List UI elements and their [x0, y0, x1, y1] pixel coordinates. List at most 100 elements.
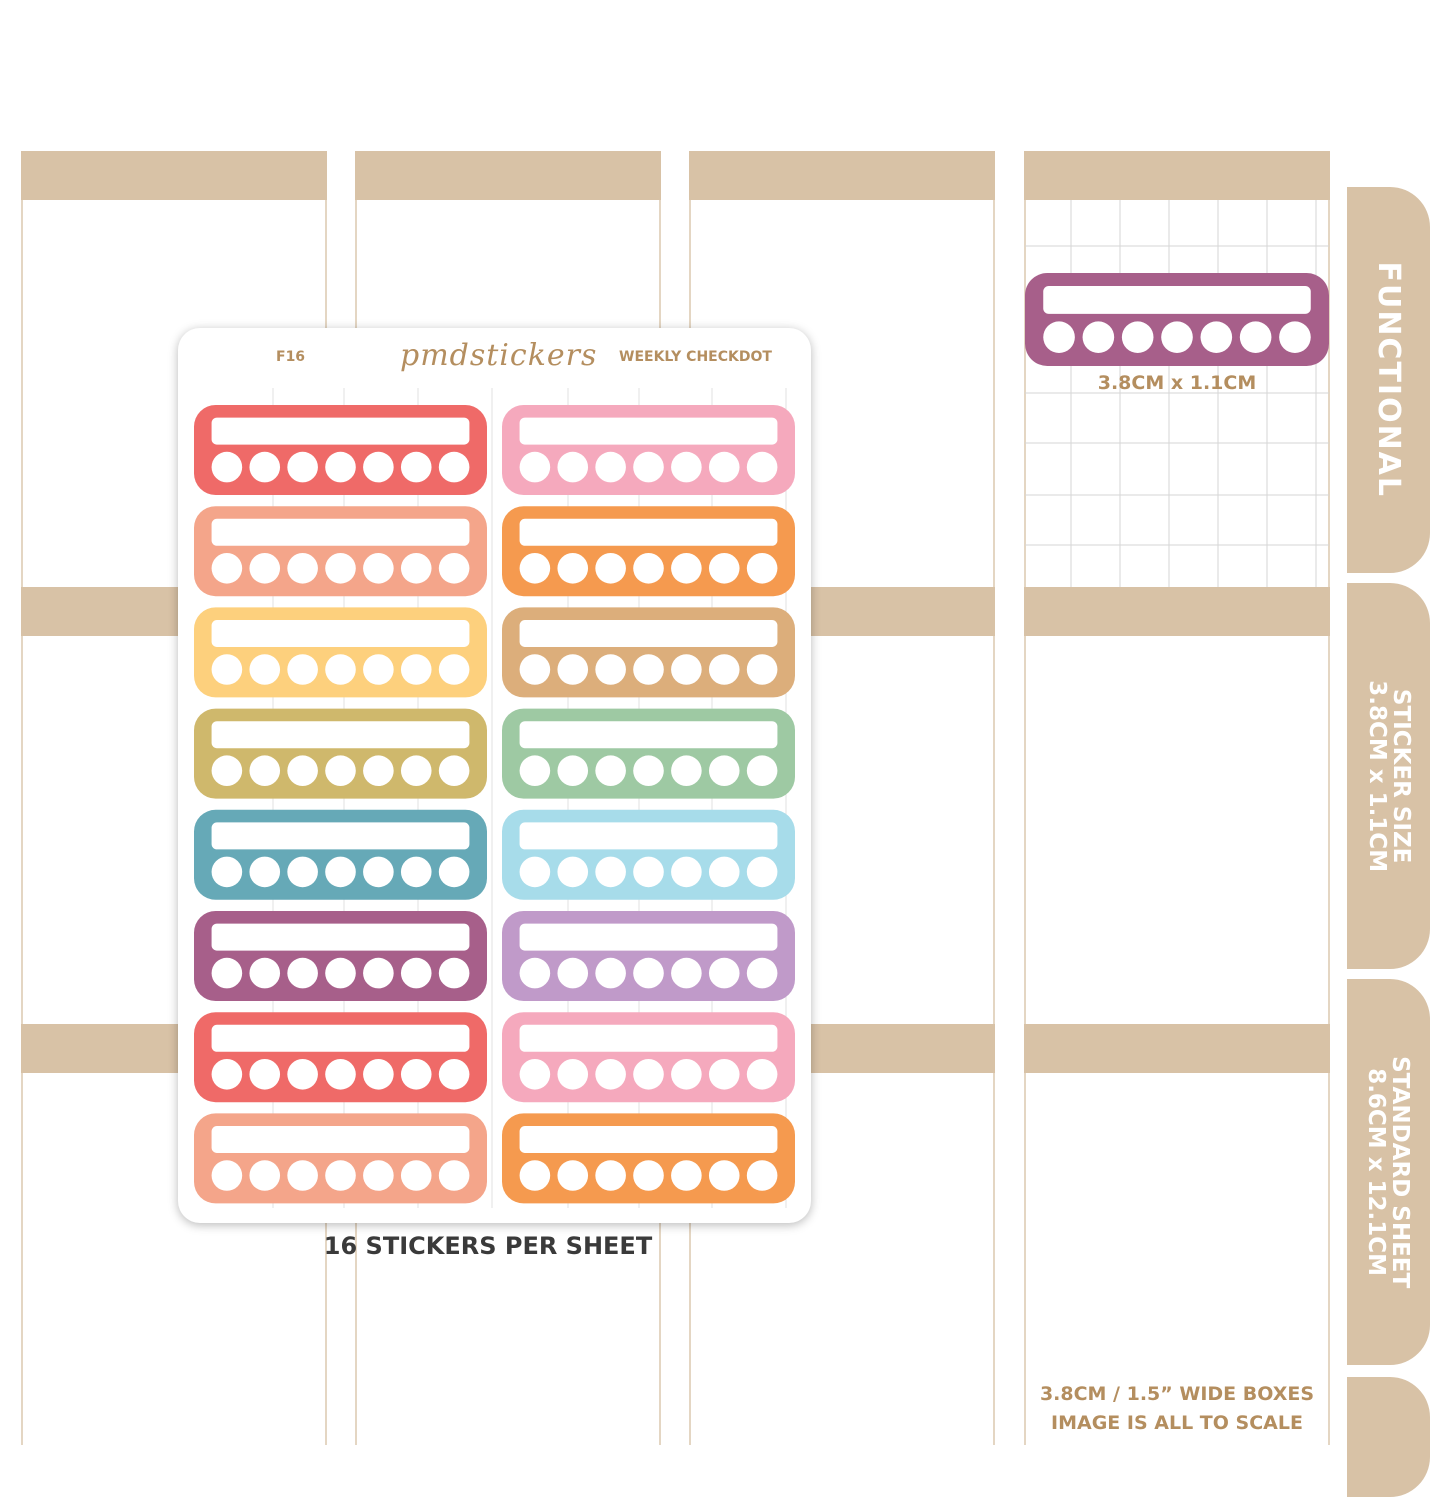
- check-dot: [400, 856, 432, 888]
- check-dot: [249, 1160, 281, 1191]
- check-dot: [249, 451, 281, 483]
- check-dot: [211, 755, 243, 786]
- check-dot: [400, 654, 432, 685]
- checkdot-sticker: [502, 809, 795, 900]
- preview-sticker: [1025, 273, 1329, 366]
- check-dot: [211, 553, 243, 584]
- column-edge: [1328, 151, 1330, 1445]
- column-edge: [21, 151, 23, 1445]
- check-dot: [633, 755, 664, 786]
- sticker-title-bar: [211, 417, 470, 445]
- check-dot: [557, 856, 589, 888]
- check-dot: [671, 856, 702, 888]
- check-dot: [671, 1160, 702, 1191]
- check-dot: [438, 856, 470, 888]
- sticker-title-bar: [519, 518, 778, 546]
- check-dot: [519, 451, 551, 483]
- check-dot: [519, 553, 551, 584]
- sticker-title-bar: [211, 822, 470, 850]
- check-dot: [1161, 321, 1193, 353]
- planner-column-4: [1024, 151, 1330, 1445]
- check-dot: [671, 957, 702, 989]
- check-dot: [708, 553, 740, 584]
- check-dot: [595, 553, 626, 584]
- check-dot: [519, 755, 551, 786]
- planner-header-band: [1024, 587, 1330, 636]
- check-dot: [595, 1059, 626, 1090]
- checkdot-sticker: [194, 607, 487, 698]
- sticker-title-bar: [519, 721, 778, 749]
- check-dot: [438, 755, 470, 786]
- sticker-title-bar: [211, 1126, 470, 1153]
- check-dot: [557, 1160, 589, 1191]
- check-dot: [746, 451, 778, 483]
- checkdot-sticker: [194, 1113, 487, 1204]
- sticker-title-bar: [519, 417, 778, 445]
- check-dot: [211, 1160, 243, 1191]
- check-dot: [287, 654, 318, 685]
- check-dot: [325, 654, 356, 685]
- footer-text: 3.8CM / 1.5” WIDE BOXES IMAGE IS ALL TO …: [1024, 1380, 1330, 1437]
- sheet-code: F16: [276, 349, 306, 365]
- check-dot: [325, 755, 356, 786]
- sticker-title-bar: [211, 721, 470, 749]
- check-dot: [211, 856, 243, 888]
- sticker-title-bar: [211, 620, 470, 647]
- check-dot: [557, 553, 589, 584]
- sheet-title: WEEKLY CHECKDOT: [619, 349, 772, 365]
- check-dot: [1082, 321, 1115, 353]
- check-dot: [325, 856, 356, 888]
- check-dot: [708, 654, 740, 685]
- footer-line: IMAGE IS ALL TO SCALE: [1051, 1411, 1303, 1434]
- side-tab-line: 3.8CM x 1.1CM: [1363, 680, 1390, 872]
- check-dot: [557, 654, 589, 685]
- check-dot: [633, 1160, 664, 1191]
- check-dot: [519, 1160, 551, 1191]
- check-dot: [557, 451, 589, 483]
- check-dot: [438, 451, 470, 483]
- check-dot: [595, 957, 626, 989]
- check-dot: [400, 755, 432, 786]
- side-tab-line: FUNCTIONAL: [1371, 261, 1407, 499]
- check-dot: [438, 957, 470, 989]
- check-dot: [708, 957, 740, 989]
- side-tab-line: STICKER SIZE: [1387, 688, 1414, 864]
- check-dot: [363, 957, 394, 989]
- check-dot: [671, 654, 702, 685]
- sticker-title-bar: [211, 1024, 470, 1052]
- sticker-count-label: 16 STICKERS PER SHEET: [323, 1232, 653, 1260]
- check-dot: [287, 755, 318, 786]
- check-dot: [595, 755, 626, 786]
- check-dot: [363, 1059, 394, 1090]
- sticker-title-bar: [211, 518, 470, 546]
- checkdot-sticker: [502, 405, 795, 495]
- check-dot: [519, 654, 551, 685]
- sticker-title-bar: [1043, 286, 1311, 314]
- check-dot: [287, 553, 318, 584]
- check-dot: [249, 957, 281, 989]
- check-dot: [363, 856, 394, 888]
- check-dot: [633, 856, 664, 888]
- checkdot-sticker: [194, 506, 487, 597]
- check-dot: [519, 856, 551, 888]
- column-edge: [1024, 151, 1026, 1445]
- check-dot: [557, 1059, 589, 1090]
- preview-size-label: 3.8CM x 1.1CM: [1097, 372, 1257, 394]
- side-tab-line: STANDARD SHEET: [1387, 1055, 1414, 1289]
- checkdot-sticker: [194, 405, 487, 495]
- check-dot: [400, 1160, 432, 1191]
- footer-line: 3.8CM / 1.5” WIDE BOXES: [1039, 1383, 1315, 1405]
- check-dot: [1239, 321, 1272, 353]
- sticker-title-bar: [211, 923, 470, 951]
- check-dot: [633, 1059, 664, 1090]
- check-dot: [746, 957, 778, 989]
- check-dot: [211, 1059, 243, 1090]
- check-dot: [363, 1160, 394, 1191]
- check-dot: [211, 957, 243, 989]
- check-dot: [633, 654, 664, 685]
- check-dot: [325, 451, 356, 483]
- check-dot: [325, 1059, 356, 1090]
- brand-logo: pmdstickers: [400, 338, 598, 373]
- check-dot: [249, 856, 281, 888]
- sticker-title-bar: [519, 822, 778, 850]
